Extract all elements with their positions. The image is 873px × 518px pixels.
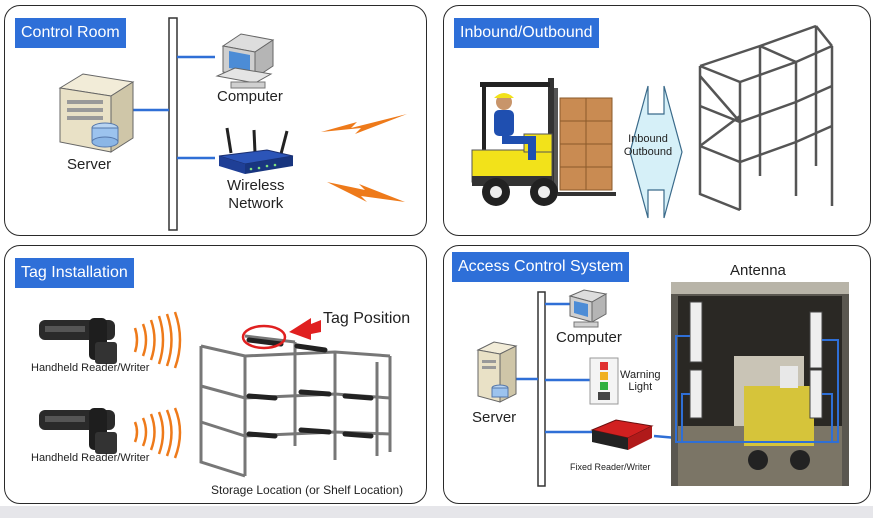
network-backbone — [537, 291, 546, 487]
server-icon — [476, 341, 518, 403]
forklift-icon — [471, 78, 616, 206]
network-backbone — [168, 17, 178, 231]
tag-installation-panel: Tag Installation — [4, 245, 427, 504]
cargo-boxes-icon — [559, 97, 613, 191]
tag-position-label: Tag Position — [323, 310, 411, 327]
inbound-outbound-title: Inbound/Outbound — [454, 18, 599, 48]
fixed-reader-icon — [590, 419, 654, 450]
fixed-reader-label: Fixed Reader/Writer — [570, 462, 651, 472]
storage-rack-icon — [698, 24, 834, 212]
computer-icon — [215, 33, 275, 89]
warning-light-icon — [589, 357, 619, 405]
inbound-outbound-panel: Inbound/Outbound — [443, 5, 871, 236]
wireless-router-icon — [218, 127, 294, 174]
handheld-reader-icon — [39, 318, 117, 364]
signal-bolt-icon — [321, 114, 407, 134]
control-room-panel: Control Room — [4, 5, 427, 236]
access-computer-label: Computer — [556, 329, 622, 346]
access-control-diagram — [476, 282, 849, 487]
storage-location-label: Storage Location (or Shelf Location) — [211, 483, 404, 497]
signal-bolt-icon — [327, 182, 405, 202]
handheld-reader-icon — [39, 408, 117, 454]
tag-pointer-arrow — [289, 318, 321, 340]
access-control-title: Access Control System — [452, 252, 630, 282]
signal-waves-icon — [133, 311, 182, 369]
inbound-outbound-arrow-label: Inbound Outbound — [623, 133, 673, 158]
computer-icon — [568, 289, 608, 328]
computer-label: Computer — [217, 88, 283, 105]
server-icon — [58, 73, 135, 153]
rack-tag-strips — [246, 337, 374, 439]
tag-highlight-circle — [241, 324, 287, 350]
server-label: Server — [67, 156, 112, 173]
antenna-wiring — [675, 335, 839, 443]
loading-dock-photo — [671, 282, 849, 486]
signal-waves-icon — [133, 407, 182, 459]
bottom-strip — [0, 506, 873, 518]
inbound-outbound-diagram — [471, 24, 834, 219]
handheld-reader-label-1: Handheld Reader/Writer — [31, 362, 150, 374]
control-room-diagram — [58, 17, 407, 231]
tag-installation-title: Tag Installation — [15, 258, 134, 288]
control-room-title: Control Room — [15, 18, 126, 48]
tag-installation-diagram — [39, 311, 392, 478]
access-server-label: Server — [472, 409, 517, 426]
wireless-network-label: Wireless Network — [227, 177, 285, 212]
storage-rack-icon — [199, 334, 392, 478]
antenna-label: Antenna — [730, 262, 786, 279]
warning-light-label: Warning Light — [620, 369, 661, 393]
inbound-outbound-arrow — [629, 85, 683, 219]
handheld-reader-label-2: Handheld Reader/Writer — [31, 452, 150, 464]
access-control-panel: Access Control System — [443, 245, 871, 504]
